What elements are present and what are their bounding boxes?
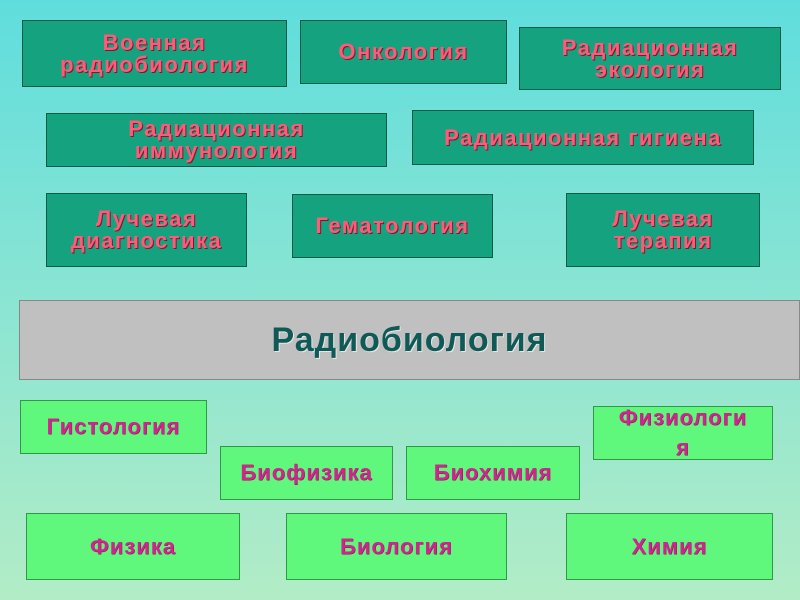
box-oncology: Онкология — [300, 20, 507, 84]
box-label: Онкология — [338, 39, 469, 64]
box-biochemistry: Биохимия — [406, 446, 580, 500]
box-biology: Биология — [286, 513, 507, 580]
box-label: Радиационная иммунология — [128, 116, 305, 163]
box-radiation-immunology: Радиационная иммунология — [46, 113, 387, 167]
box-histology: Гистология — [20, 400, 207, 454]
box-hematology: Гематология — [292, 194, 493, 258]
box-radiation-diagnostics: Лучевая диагностика — [46, 193, 247, 267]
box-biophysics: Биофизика — [220, 446, 393, 500]
box-military-radiobiology: Военная радиобиология — [22, 20, 287, 87]
box-label: Радиационная экология — [561, 34, 739, 82]
center-label: Радиобиология — [271, 321, 548, 359]
box-label: Физиологи я — [618, 405, 748, 460]
box-label: Биофизика — [240, 460, 373, 485]
box-label: Биохимия — [433, 460, 553, 485]
box-label: Радиационная гигиена — [444, 124, 722, 150]
box-label: Химия — [631, 533, 708, 559]
box-label: Гематология — [315, 213, 470, 238]
box-radiation-ecology: Радиационная экология — [519, 27, 781, 90]
box-label: Лучевая терапия — [612, 206, 714, 253]
box-label: Военная радиобиология — [60, 29, 249, 77]
box-label: Биология — [340, 533, 453, 559]
box-label: Физика — [89, 533, 176, 559]
box-radiobiology: Радиобиология — [19, 300, 800, 380]
box-chemistry: Химия — [566, 513, 773, 580]
box-label: Лучевая диагностика — [70, 206, 223, 253]
box-label: Гистология — [46, 414, 181, 439]
box-physics: Физика — [26, 513, 240, 580]
box-radiation-hygiene: Радиационная гигиена — [412, 110, 754, 165]
box-radiation-therapy: Лучевая терапия — [566, 193, 760, 267]
box-physiology: Физиологи я — [593, 405, 773, 460]
